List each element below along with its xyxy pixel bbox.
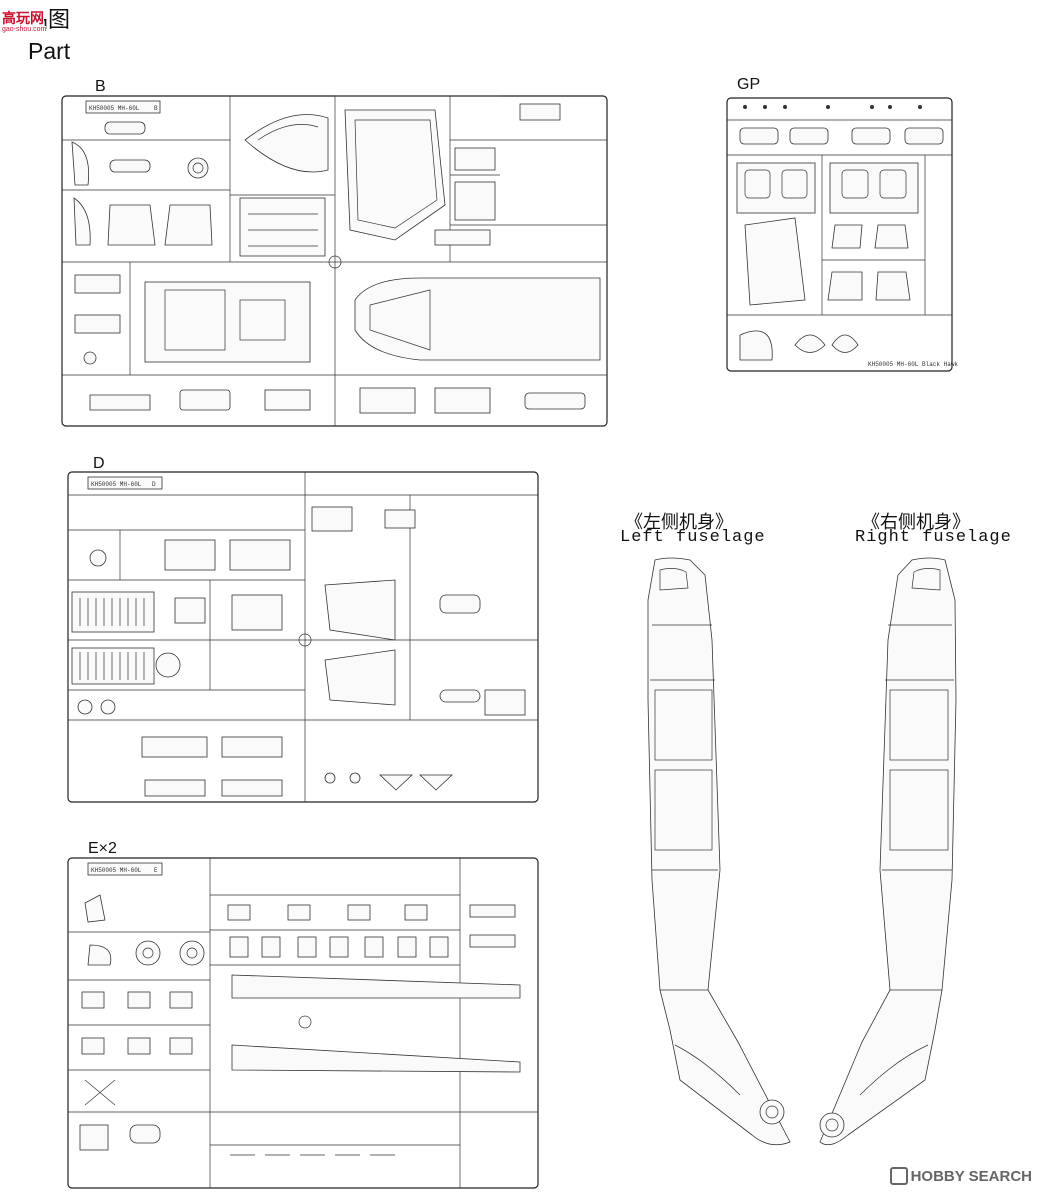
sprue-e-letter: E [154, 867, 158, 874]
right-fuselage [819, 557, 957, 1146]
sprue-b-letter: B [154, 105, 158, 112]
right-fuselage-label-cn: 《右侧机身》 [862, 512, 970, 533]
site-url: gao-shou.com [2, 26, 47, 33]
sprue-d: KH50005 MH-60L D [67, 471, 539, 803]
sprue-e-code: KH50005 MH-60L [91, 867, 142, 874]
sprue-b: KH50005 MH-60L B [61, 95, 608, 427]
hobby-search-logo: HOBBY SEARCH [889, 1167, 1032, 1185]
sprue-d-label: D [93, 455, 105, 472]
left-fuselage [647, 557, 791, 1146]
sprue-d-code: KH50005 MH-60L [91, 481, 142, 488]
sprue-gp: KH50005 MH-60L Black Hawk [726, 97, 958, 372]
sprue-gp-code: KH50005 MH-60L Black Hawk [868, 361, 958, 368]
left-fuselage-label-cn: 《左侧机身》 [625, 512, 733, 533]
sprue-d-letter: D [152, 481, 156, 488]
page-title-english: Part [28, 38, 71, 64]
sprue-gp-label: GP [737, 76, 761, 93]
left-fuselage-label-en: Left fuselage [620, 528, 766, 547]
hobby-search-icon [889, 1167, 908, 1185]
sprue-b-code-plate [85, 100, 161, 114]
site-logo: 高玩网 [2, 8, 44, 28]
sprue-b-label: B [95, 78, 106, 95]
sprue-e: KH50005 MH-60L E [67, 857, 539, 1189]
sprue-e-label: E×2 [88, 840, 117, 857]
right-fuselage-label-en: Right fuselage [855, 528, 1012, 547]
hobby-search-brand: HOBBY SEARCH [910, 1167, 1032, 1185]
sprue-b-code: KH50005 MH-60L [89, 105, 140, 112]
